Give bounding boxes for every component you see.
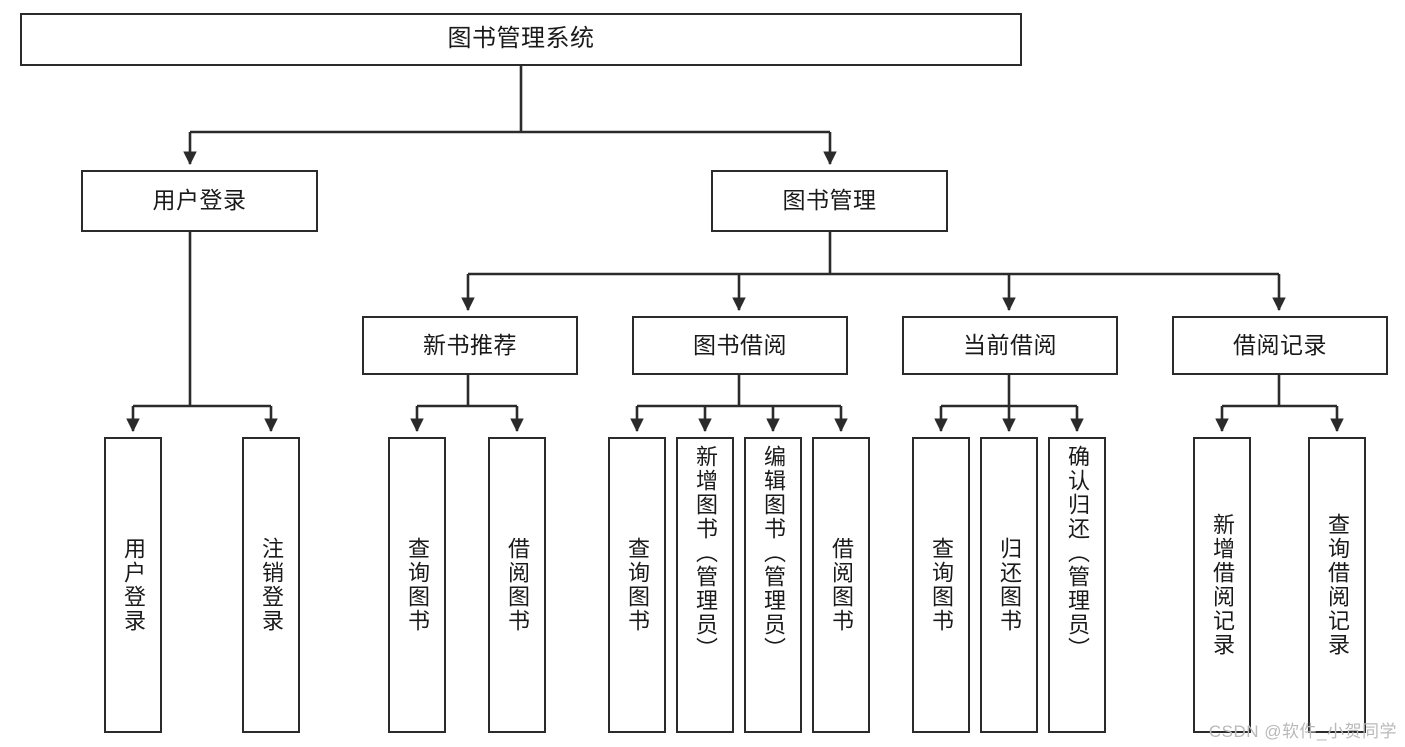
- leaf-add-book-admin[interactable]: 新增图书（管理员）: [676, 437, 734, 733]
- node-book-borrow[interactable]: 图书借阅: [632, 316, 848, 375]
- node-label: 借阅记录: [1233, 331, 1327, 358]
- node-new-book-recommend[interactable]: 新书推荐: [362, 316, 578, 375]
- node-label: 新增图书（管理员）: [692, 445, 718, 661]
- leaf-return-book[interactable]: 归还图书: [980, 437, 1038, 733]
- node-label: 查询图书: [624, 537, 650, 633]
- node-label: 借阅图书: [828, 537, 854, 633]
- leaf-query-book-borrow[interactable]: 查询图书: [608, 437, 666, 733]
- node-label: 查询借阅记录: [1324, 513, 1350, 657]
- leaf-add-borrow-record[interactable]: 新增借阅记录: [1193, 437, 1251, 733]
- node-label: 用户登录: [120, 537, 146, 633]
- leaf-query-book-current[interactable]: 查询图书: [912, 437, 970, 733]
- node-label: 图书借阅: [693, 331, 787, 358]
- node-label: 编辑图书（管理员）: [760, 445, 786, 661]
- node-label: 当前借阅: [963, 331, 1057, 358]
- leaf-logout-login[interactable]: 注销登录: [242, 437, 300, 733]
- node-current-borrow[interactable]: 当前借阅: [902, 316, 1118, 375]
- watermark-text: CSDN @软件_小贺同学: [1208, 722, 1397, 741]
- node-label: 图书管理系统: [447, 25, 595, 53]
- leaf-query-book-recommend[interactable]: 查询图书: [388, 437, 446, 733]
- leaf-edit-book-admin[interactable]: 编辑图书（管理员）: [744, 437, 802, 733]
- node-label: 查询图书: [404, 537, 430, 633]
- node-label: 注销登录: [258, 537, 284, 633]
- node-label: 查询图书: [928, 537, 954, 633]
- node-borrow-record[interactable]: 借阅记录: [1172, 316, 1388, 375]
- node-label: 确认归还（管理员）: [1064, 445, 1090, 661]
- leaf-user-login[interactable]: 用户登录: [104, 437, 162, 733]
- node-label: 新书推荐: [423, 331, 517, 358]
- node-book-manage[interactable]: 图书管理: [711, 170, 948, 232]
- leaf-borrow-book-borrow[interactable]: 借阅图书: [812, 437, 870, 733]
- node-label: 用户登录: [152, 187, 247, 214]
- node-label: 借阅图书: [504, 537, 530, 633]
- node-user-login[interactable]: 用户登录: [81, 170, 318, 232]
- node-root-book-management-system[interactable]: 图书管理系统: [20, 13, 1022, 66]
- node-label: 归还图书: [996, 537, 1022, 633]
- leaf-borrow-book-recommend[interactable]: 借阅图书: [488, 437, 546, 733]
- leaf-query-borrow-record[interactable]: 查询借阅记录: [1308, 437, 1366, 733]
- node-label: 图书管理: [782, 187, 877, 214]
- node-label: 新增借阅记录: [1209, 513, 1235, 657]
- leaf-confirm-return-admin[interactable]: 确认归还（管理员）: [1048, 437, 1106, 733]
